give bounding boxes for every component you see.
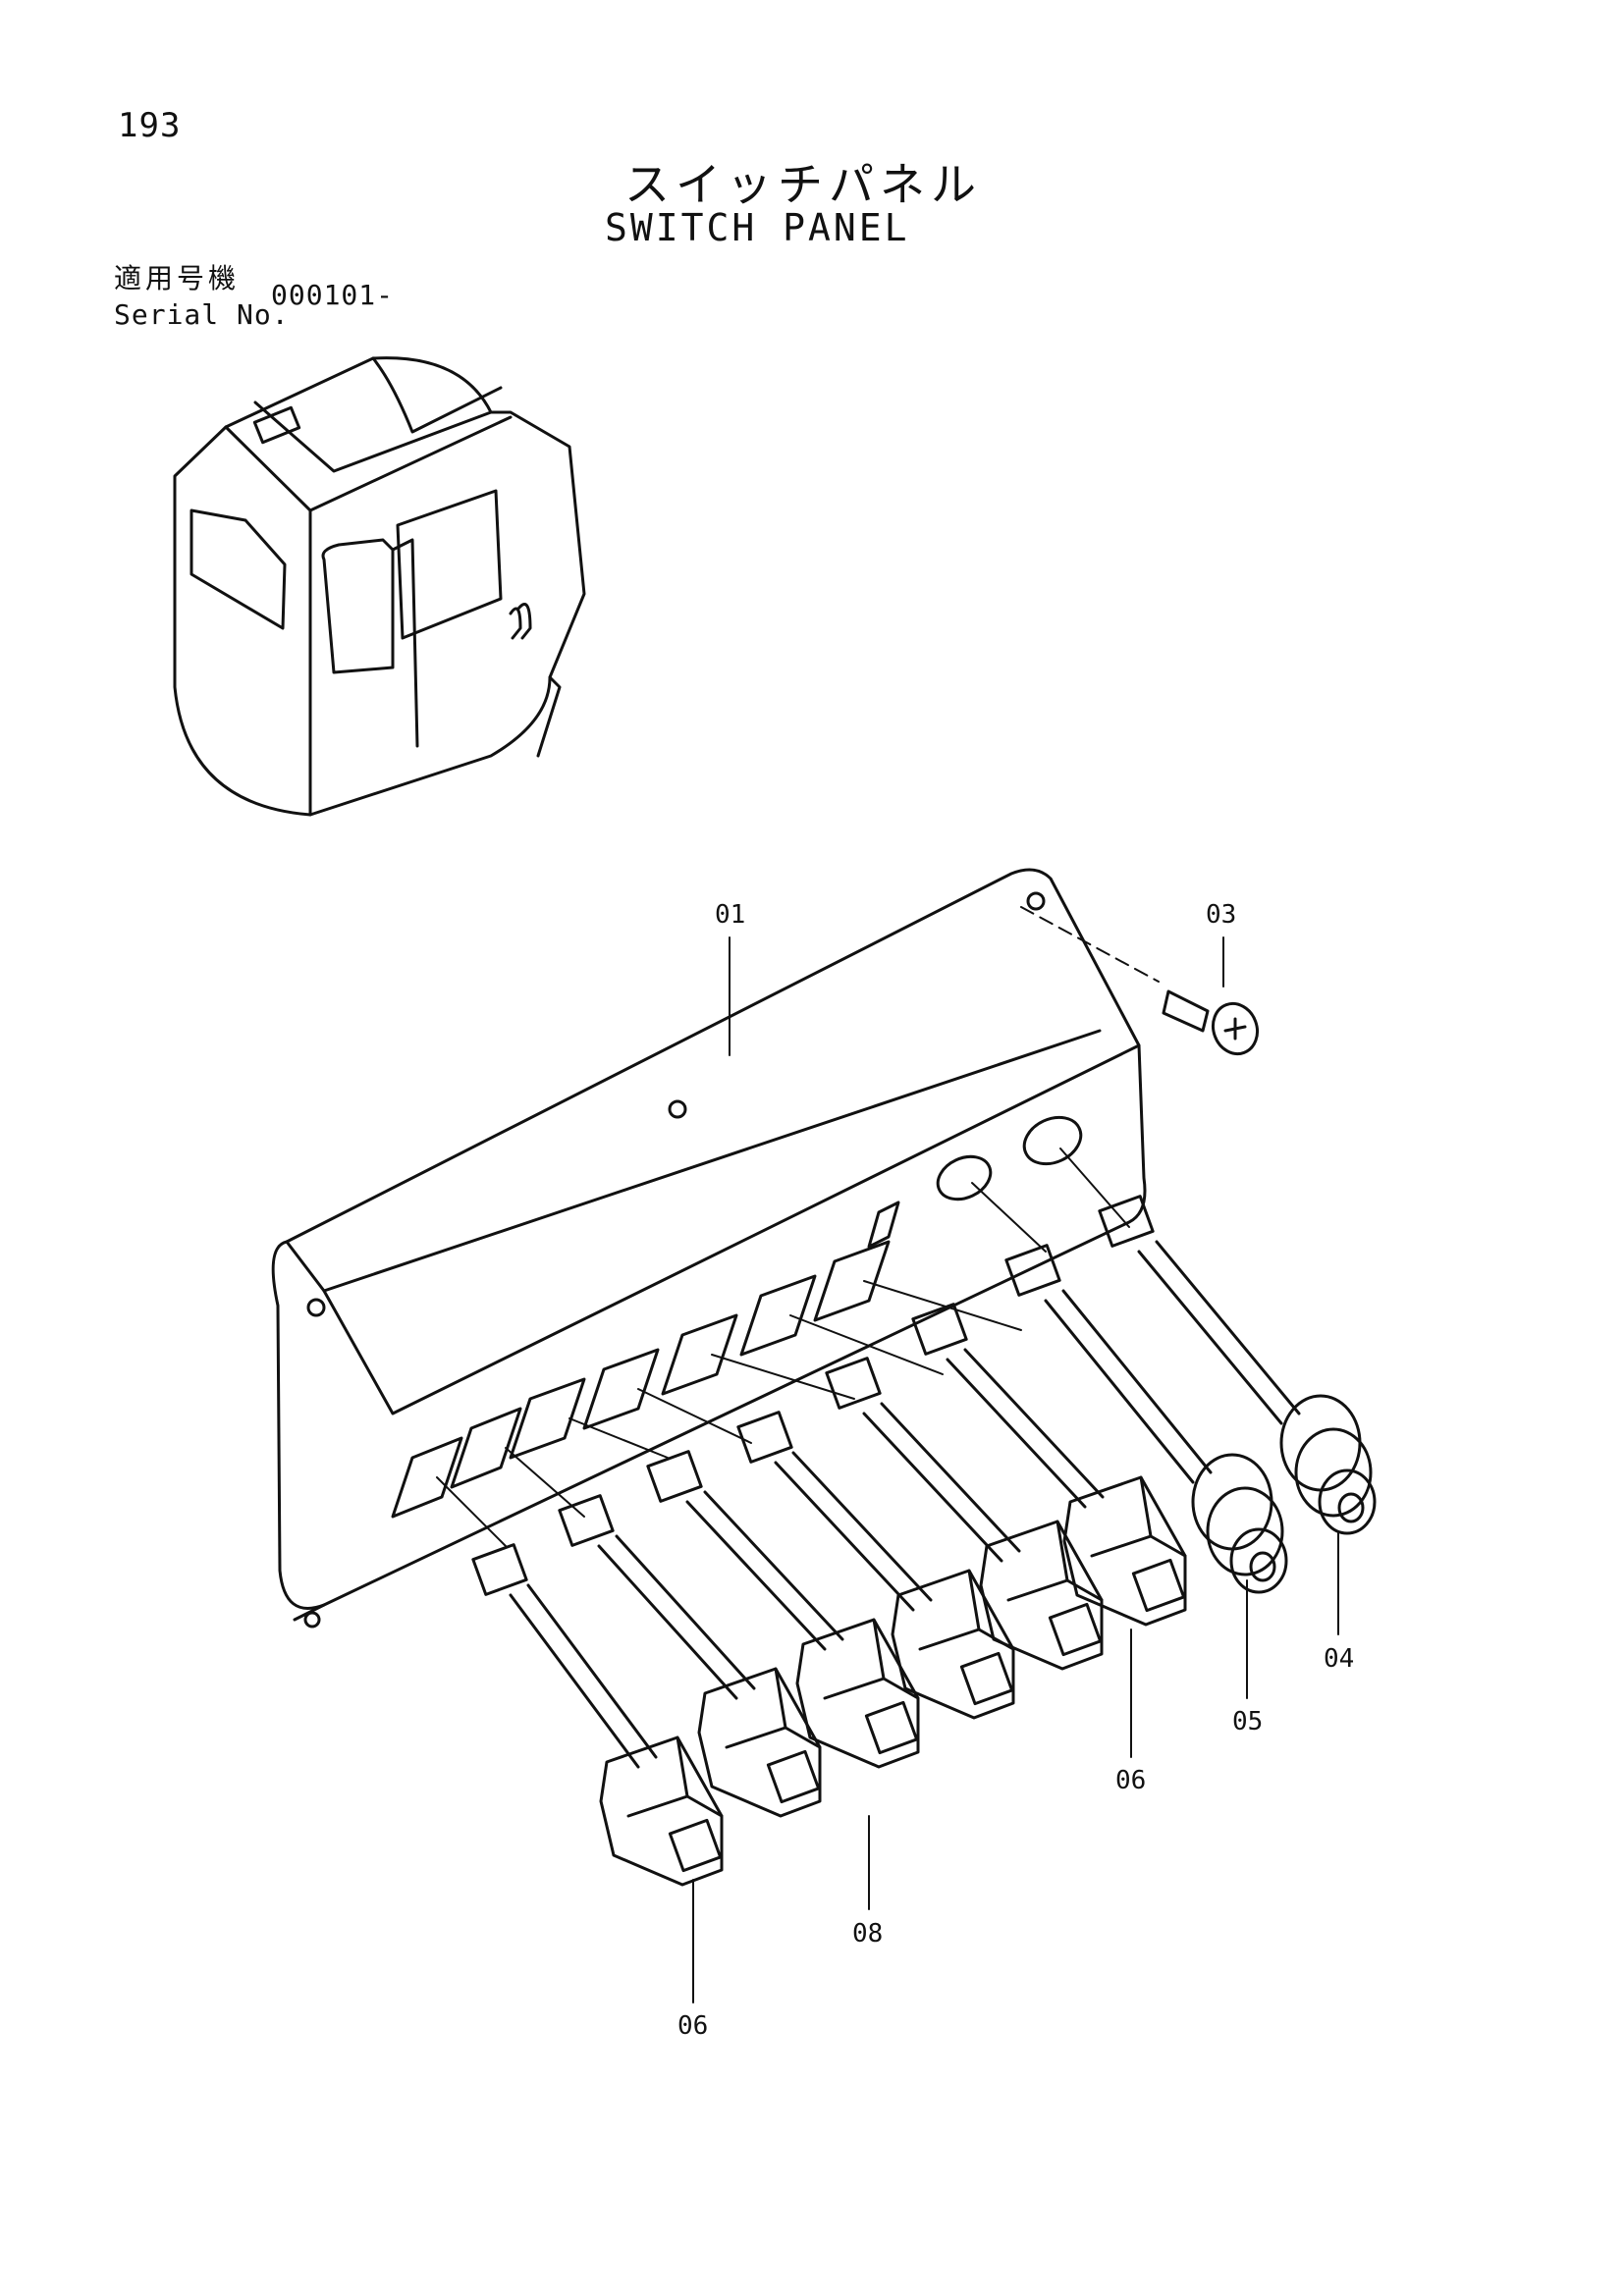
callout-03: 03 [1206,900,1236,930]
callout-08: 08 [852,1919,883,1949]
round-switches [1191,1394,1377,1594]
callout-05: 05 [1232,1707,1263,1736]
page-number: 193 [118,106,182,145]
serial-label: Serial No. [114,298,290,331]
serial-label-japanese: 適用号機 [114,262,241,294]
callout-01: 01 [715,900,745,930]
cab-overview-illustration [173,356,586,817]
page-title: SWITCH PANEL [605,206,910,249]
callout-06-lower: 06 [677,2011,708,2041]
callout-06-upper: 06 [1115,1766,1146,1795]
page-title-japanese: スイッチパネル [624,158,982,211]
serial-number-range: 000101- [271,279,395,311]
screw-part-03 [1020,906,1260,1056]
callout-04: 04 [1324,1644,1354,1674]
switch-panel-plate [271,868,1147,1629]
callout-leaders [692,936,1339,2003]
rocker-switch-assemblies [436,1148,1301,1887]
